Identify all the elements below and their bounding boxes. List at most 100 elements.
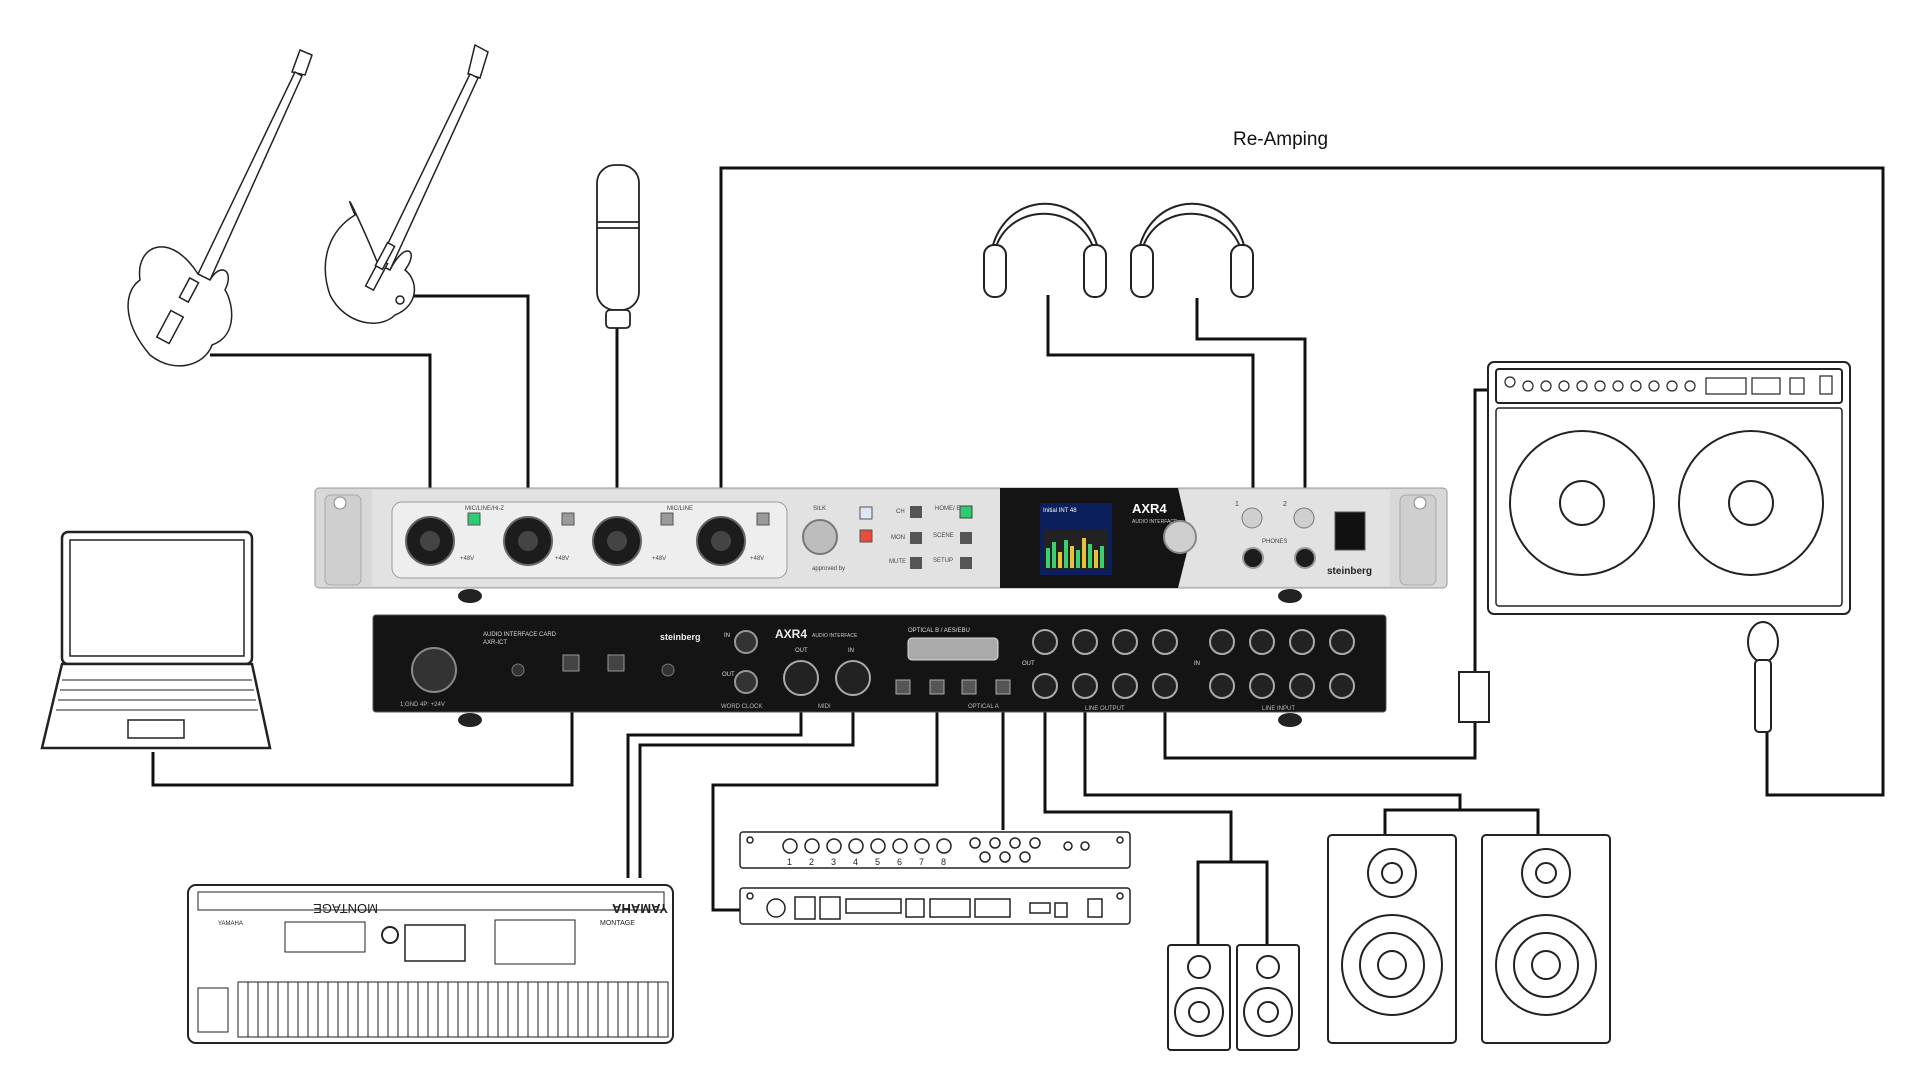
small-monitor-speaker-left-icon	[1167, 944, 1231, 1051]
line-out-big-cable-b	[1460, 808, 1540, 835]
line-in-5[interactable]	[1209, 673, 1235, 699]
rear-card-model: AXR-ICT	[483, 640, 507, 646]
line-out-4[interactable]	[1152, 629, 1178, 655]
line-in-1[interactable]	[1209, 629, 1235, 655]
optical-a-out[interactable]	[961, 679, 977, 695]
ch-button[interactable]	[910, 506, 922, 518]
silk-label: SILK	[813, 506, 826, 512]
scene-label: SCENE	[933, 533, 954, 539]
mon-label: MON	[891, 535, 905, 541]
axr4-front-panel: MIC/LINE/Hi-Z MIC/LINE +48V +48V +48V +4…	[314, 487, 1448, 603]
power-dc-input[interactable]	[411, 647, 457, 693]
aes-ebu-dsub[interactable]	[907, 637, 999, 661]
mon-button[interactable]	[910, 532, 922, 544]
line-in-2[interactable]	[1249, 629, 1275, 655]
lcd-header: Initial INT 48	[1043, 508, 1077, 514]
line-out-5[interactable]	[1032, 673, 1058, 699]
yamaha-montage-keyboard-icon	[187, 884, 674, 1044]
line-output-jacks	[1032, 629, 1178, 699]
front-xlr-inputs	[405, 516, 746, 566]
sel-button-2[interactable]	[561, 512, 575, 526]
line-input-label: LINE INPUT	[1262, 706, 1295, 712]
processor-rack-unit	[739, 887, 1131, 925]
phantom-label-2: +48V	[555, 556, 569, 562]
phones-2-jack[interactable]	[1294, 547, 1316, 569]
preamp-num-7: 7	[919, 857, 924, 867]
phantom-label-1: +48V	[460, 556, 474, 562]
line-in-3[interactable]	[1289, 629, 1315, 655]
scene-button[interactable]	[960, 532, 972, 544]
rear-card-label: AUDIO INTERFACE CARD	[483, 632, 557, 638]
headphones-1-icon	[983, 202, 1107, 298]
bass-cable	[210, 353, 432, 518]
sel-button-4[interactable]	[756, 512, 770, 526]
preamp-num-3: 3	[831, 857, 836, 867]
mute-button[interactable]	[910, 557, 922, 569]
laptop-cable	[151, 712, 574, 787]
front-model: AXR4	[1132, 501, 1167, 516]
line-out-8[interactable]	[1152, 673, 1178, 699]
word-clock-label: WORD CLOCK	[721, 704, 762, 710]
guitar-amp-icon	[1487, 361, 1851, 615]
silk-on-button[interactable]	[859, 506, 873, 520]
phantom-label-4: +48V	[750, 556, 764, 562]
line-in-4[interactable]	[1329, 629, 1355, 655]
dynamic-mic-icon	[1747, 621, 1779, 733]
preamp-num-1: 1	[787, 857, 792, 867]
word-clock-out[interactable]	[734, 670, 758, 694]
keyboard-keys	[237, 981, 669, 1038]
front-model-sub: AUDIO INTERFACE	[1132, 519, 1178, 525]
electric-guitar-icon	[324, 43, 489, 324]
optical-b-out[interactable]	[895, 679, 911, 695]
diagram-title: Re-Amping	[1233, 129, 1328, 150]
sel-button-3[interactable]	[660, 512, 674, 526]
line-out-2[interactable]	[1072, 629, 1098, 655]
silk-texture-knob[interactable]	[802, 519, 838, 555]
home-label: HOME/ ESC	[935, 506, 969, 512]
large-monitor-speaker-left-icon	[1327, 834, 1457, 1044]
preamp-inputs	[782, 837, 1090, 863]
line-in-8[interactable]	[1329, 673, 1355, 699]
approved-label: approved by	[812, 566, 845, 572]
phones-1-jack[interactable]	[1242, 547, 1264, 569]
setup-button[interactable]	[960, 557, 972, 569]
line-input-cable	[1163, 712, 1477, 760]
line-in-6[interactable]	[1249, 673, 1275, 699]
midi-in-cable	[638, 712, 855, 878]
sel-button-1[interactable]	[467, 512, 481, 526]
thunderbolt-port-2[interactable]	[607, 654, 625, 672]
midi-in-port[interactable]	[835, 660, 871, 696]
phones-2-volume-knob[interactable]	[1293, 507, 1315, 529]
main-encoder-knob[interactable]	[1163, 520, 1197, 554]
preamp-num-4: 4	[853, 857, 858, 867]
optical-a-label: OPTICAL A	[968, 704, 999, 710]
home-button[interactable]	[959, 505, 973, 519]
reamp-cable	[719, 166, 1885, 797]
phones-1-volume-knob[interactable]	[1241, 507, 1263, 529]
midi-out-port[interactable]	[783, 660, 819, 696]
amp-di-cable	[1473, 388, 1487, 672]
laptop-icon	[40, 530, 272, 750]
line-out-7[interactable]	[1112, 673, 1138, 699]
rear-model-sub: AUDIO INTERFACE	[812, 633, 858, 639]
line-in-7[interactable]	[1289, 673, 1315, 699]
guitar-cable	[410, 294, 530, 518]
optical-b-label: OPTICAL B / AES/EBU	[908, 628, 970, 634]
phones-label: PHONES	[1262, 539, 1287, 545]
rear-in-label: IN	[1194, 661, 1200, 667]
thunderbolt-port-1[interactable]	[562, 654, 580, 672]
midi-label: MIDI	[818, 704, 831, 710]
line-out-3[interactable]	[1112, 629, 1138, 655]
blue-red-button[interactable]	[859, 529, 873, 543]
midi-out-label: OUT	[795, 648, 808, 654]
word-clock-in[interactable]	[734, 630, 758, 654]
keyboard-brand-mirrored: MONTAGE	[313, 901, 378, 916]
rear-power-label: 1:GND 4P: +24V	[400, 702, 445, 708]
line-out-1[interactable]	[1032, 629, 1058, 655]
power-switch[interactable]	[1334, 511, 1366, 551]
mic-preamp-rack-unit	[739, 831, 1131, 869]
line-out-6[interactable]	[1072, 673, 1098, 699]
optical-a-in[interactable]	[995, 679, 1011, 695]
optical-b-in[interactable]	[929, 679, 945, 695]
wc-in-label: IN	[724, 633, 730, 639]
